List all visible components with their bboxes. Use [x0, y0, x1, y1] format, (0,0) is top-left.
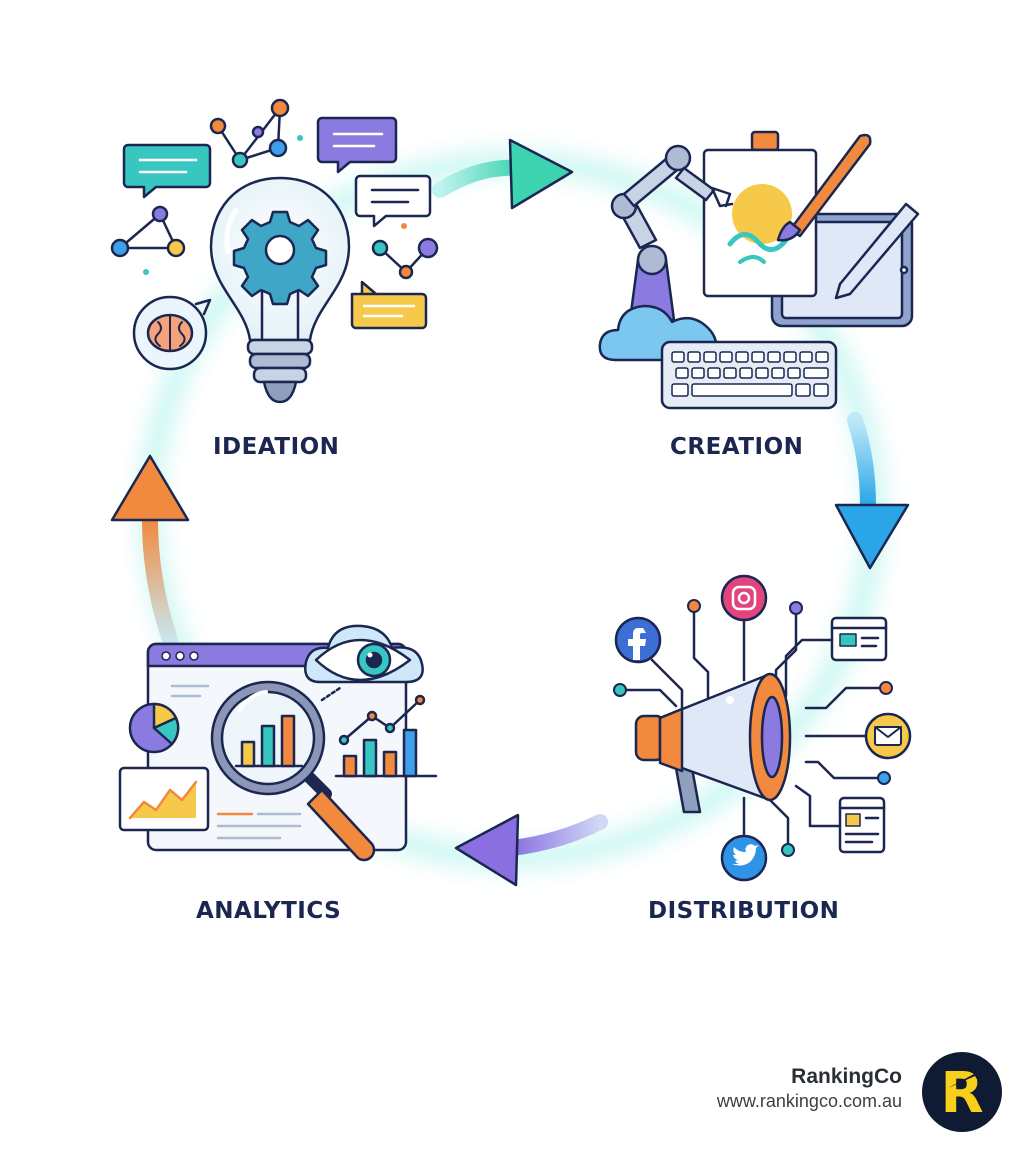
brain-icon [132, 295, 212, 371]
network-node-icon [110, 98, 439, 280]
easel-icon [702, 130, 818, 298]
brand-block: RankingCo www.rankingco.com.au [717, 1064, 902, 1112]
brand-url: www.rankingco.com.au [716, 1091, 902, 1111]
arrow-creation-to-distribution [834, 412, 910, 570]
creation-illustration [598, 130, 920, 410]
analytics-illustration [118, 624, 438, 862]
mail-icon [864, 712, 912, 760]
instagram-icon [720, 574, 768, 622]
circuit-lines [618, 606, 888, 850]
eye-icon [304, 624, 424, 684]
rankingco-logo: R [922, 1052, 1002, 1132]
stage-label-analytics: ANALYTICS [196, 898, 342, 924]
bar-chart-icon [334, 694, 438, 778]
chat-bubble-icon [122, 116, 432, 330]
magnifier-icon [210, 680, 376, 862]
browser-window-icon [830, 616, 888, 854]
stylus-icon [834, 202, 920, 300]
brand-name: RankingCo [791, 1065, 902, 1088]
gear-icon [232, 210, 328, 306]
robot-arm-icon [610, 144, 734, 322]
line-chart-icon [118, 766, 210, 832]
arrow-ideation-to-creation [432, 138, 574, 210]
stage-label-ideation: IDEATION [213, 434, 340, 460]
arrow-distribution-to-analytics [454, 813, 608, 887]
stage-label-creation: CREATION [670, 434, 804, 460]
arrow-analytics-to-ideation [110, 454, 190, 648]
pie-chart-icon [128, 702, 180, 754]
paintbrush-icon [776, 133, 872, 242]
stage-label-distribution: DISTRIBUTION [648, 898, 840, 924]
keyboard-icon [660, 340, 838, 410]
ideation-illustration [110, 98, 439, 404]
distribution-illustration [613, 574, 912, 882]
facebook-icon [614, 616, 662, 664]
twitter-icon [720, 834, 768, 882]
megaphone-icon [634, 672, 792, 814]
